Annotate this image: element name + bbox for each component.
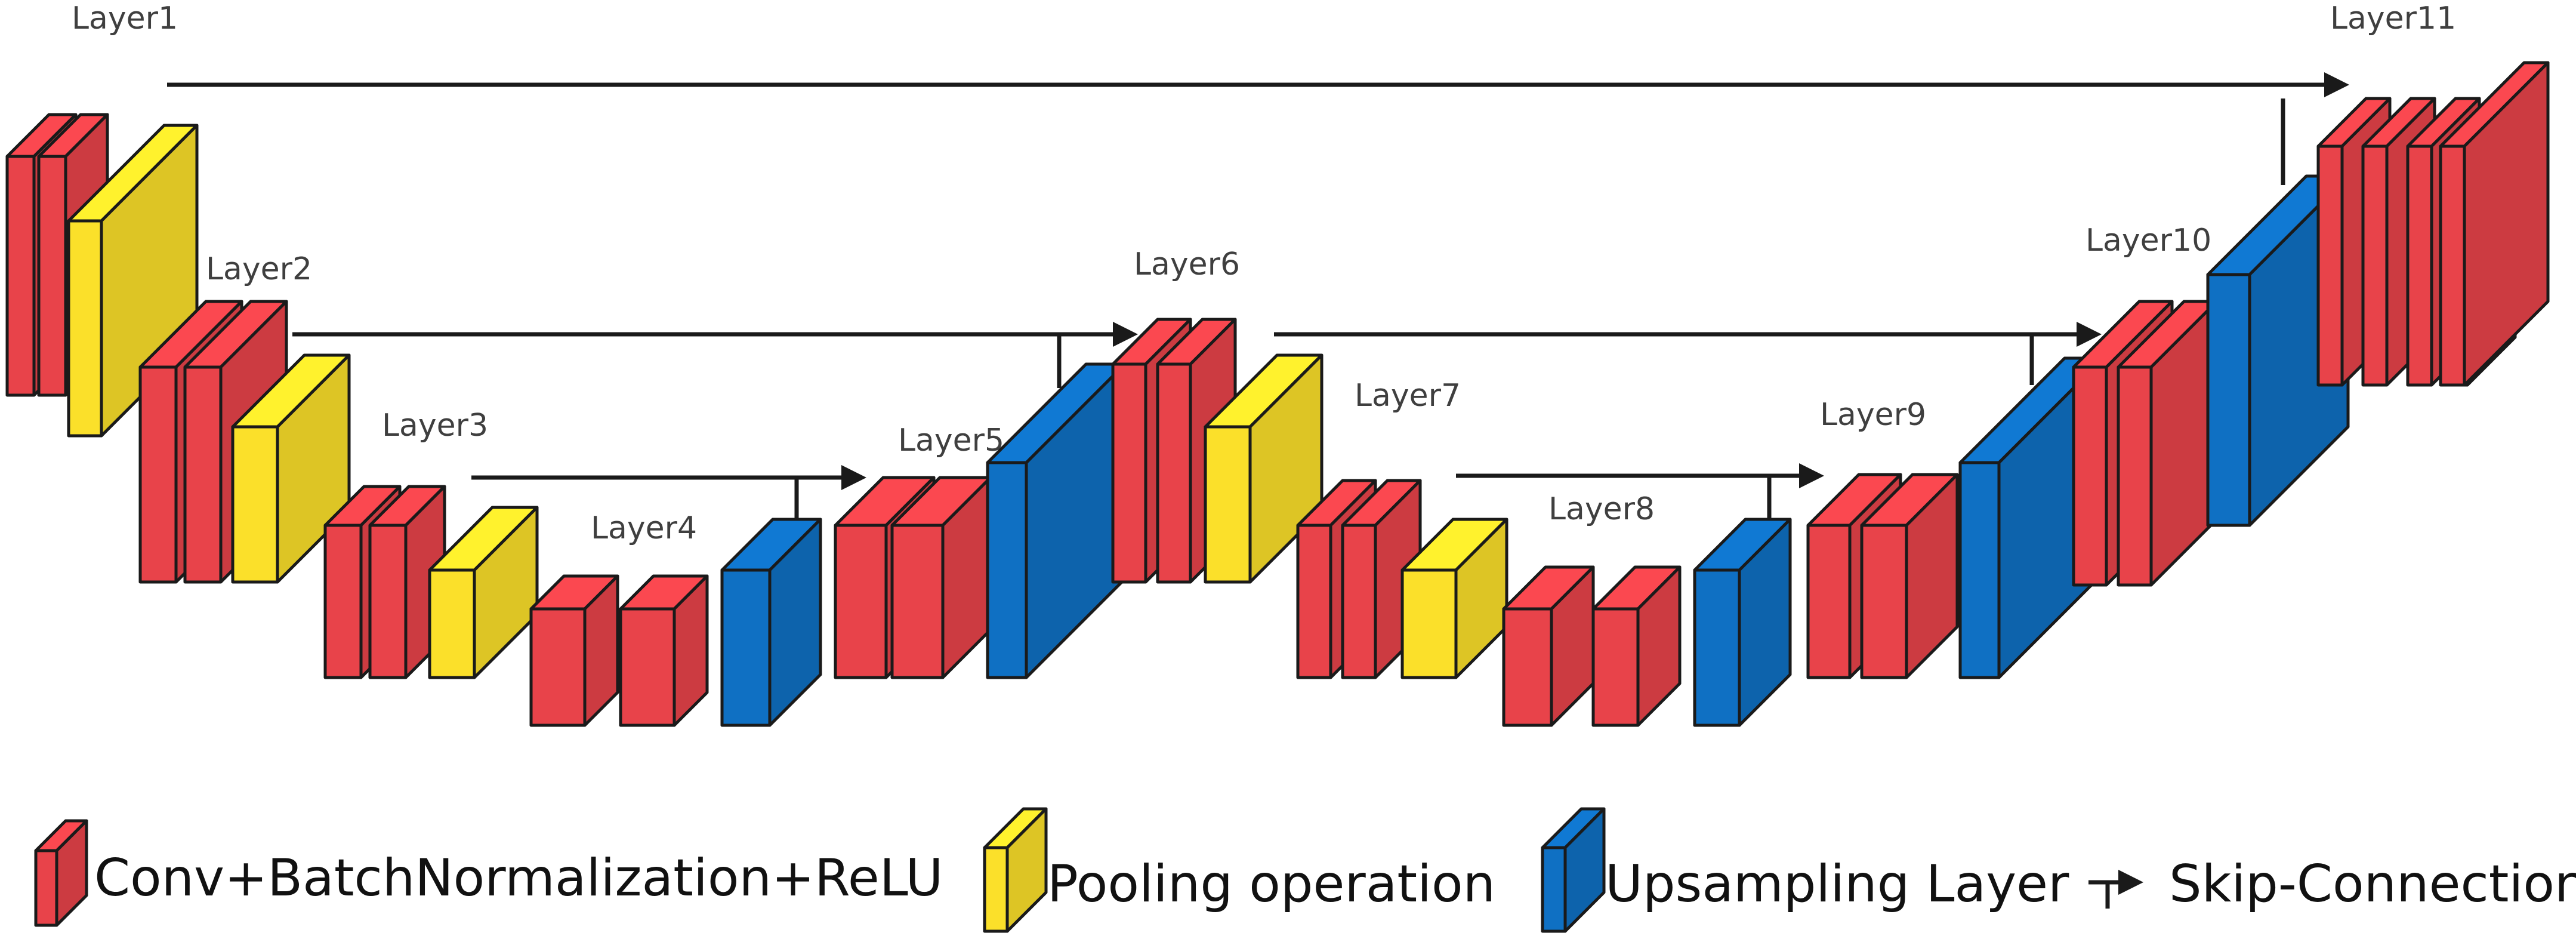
legend-upsampling-icon bbox=[1541, 807, 1606, 933]
layer4-conv-block-1 bbox=[529, 574, 619, 727]
layer11-label: Layer11 bbox=[2330, 1, 2456, 36]
layer2-pool-block bbox=[231, 353, 351, 584]
skip-connections bbox=[167, 72, 2349, 525]
legend-conv-icon bbox=[34, 819, 88, 927]
layer9-conv-block-2 bbox=[1860, 473, 1959, 679]
layer6-label: Layer6 bbox=[1134, 247, 1240, 282]
layer2-label: Layer2 bbox=[206, 251, 312, 287]
legend-pool-icon bbox=[983, 807, 1048, 933]
legend: Conv+BatchNormalization+ReLU Pooling ope… bbox=[94, 848, 2576, 914]
layer5-conv-block-2 bbox=[890, 476, 992, 679]
layer4-upsampling-block bbox=[720, 518, 822, 727]
legend-upsampling-label: Upsampling Layer bbox=[1605, 854, 2069, 914]
layer4-conv-block-2 bbox=[619, 574, 709, 727]
layer9-label: Layer9 bbox=[1820, 397, 1926, 433]
layer3-pool-block bbox=[428, 506, 539, 679]
layer-labels: Layer1 Layer2 Layer3 Layer4 Layer5 Layer… bbox=[72, 1, 2456, 546]
legend-pool-label: Pooling operation bbox=[1047, 854, 1495, 914]
layer3-label: Layer3 bbox=[382, 408, 488, 444]
layer4-label: Layer4 bbox=[591, 510, 697, 546]
legend-icons bbox=[34, 807, 1606, 933]
legend-skip-icon bbox=[2088, 870, 2143, 909]
legend-conv-label: Conv+BatchNormalization+ReLU bbox=[94, 848, 943, 908]
layer10-label: Layer10 bbox=[2086, 223, 2211, 258]
layer8-upsampling-block bbox=[1693, 518, 1792, 727]
layer5-upsampling-block bbox=[986, 362, 1127, 679]
layer8-conv-block-2 bbox=[1591, 565, 1682, 727]
layer-blocks bbox=[5, 61, 2550, 727]
layer8-label: Layer8 bbox=[1548, 491, 1655, 527]
layer8-conv-block-1 bbox=[1502, 565, 1595, 727]
layer1-label: Layer1 bbox=[72, 1, 178, 36]
legend-skip-label: Skip-Connection bbox=[2169, 854, 2576, 914]
layer7-label: Layer7 bbox=[1355, 378, 1461, 414]
layer11-conv-block-5 bbox=[2439, 61, 2550, 387]
layer5-label: Layer5 bbox=[898, 423, 1004, 458]
layer7-pool-block bbox=[1400, 518, 1508, 679]
